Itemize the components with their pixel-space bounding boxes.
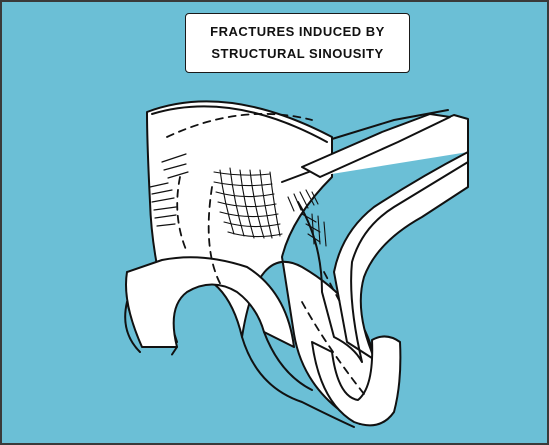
title-line-1: FRACTURES INDUCED BY bbox=[210, 21, 385, 43]
title-line-2: STRUCTURAL SINOUSITY bbox=[211, 43, 383, 65]
title-label: FRACTURES INDUCED BY STRUCTURAL SINOUSIT… bbox=[185, 13, 410, 73]
